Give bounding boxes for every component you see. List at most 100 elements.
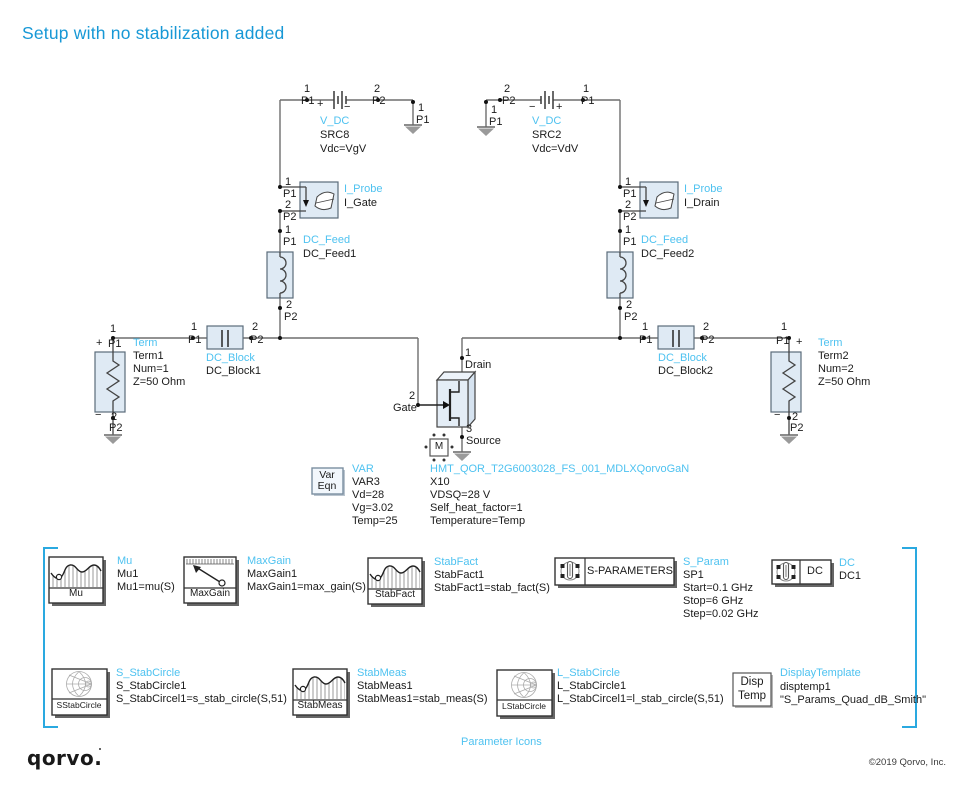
panel-caption: Parameter Icons bbox=[461, 736, 542, 748]
label-sym: + bbox=[796, 336, 803, 348]
label-dc-feed1: DC_Feed1 bbox=[303, 248, 357, 260]
label-self-heat-factor-1: Self_heat_factor=1 bbox=[430, 502, 523, 514]
stray-dot bbox=[99, 748, 101, 750]
label-stabfact: StabFact bbox=[374, 589, 416, 600]
label-mu1-mu-s: Mu1=mu(S) bbox=[117, 581, 175, 593]
sparameters-controller[interactable] bbox=[554, 557, 677, 588]
label-mu: Mu bbox=[117, 555, 133, 567]
label-p2: P2 bbox=[284, 311, 298, 323]
label-l-stabcircle: L_StabCircle bbox=[557, 667, 620, 679]
label-step-0-02-ghz: Step=0.02 GHz bbox=[683, 608, 759, 620]
label-dc: DC bbox=[839, 557, 855, 569]
label-p1: P1 bbox=[581, 95, 595, 107]
label-dc-feed: DC_Feed bbox=[303, 234, 351, 246]
label-dc1: DC1 bbox=[839, 570, 862, 582]
label-2: 2 bbox=[252, 321, 259, 333]
label-maxgain1: MaxGain1 bbox=[247, 568, 298, 580]
label-sp1: SP1 bbox=[683, 569, 704, 581]
label-temp: Temp bbox=[737, 690, 767, 702]
label-dc-block: DC_Block bbox=[658, 352, 707, 364]
label-disptemp1: disptemp1 bbox=[780, 681, 831, 693]
label-2: 2 bbox=[111, 411, 118, 423]
label-p1: P1 bbox=[776, 335, 790, 347]
label-p1: P1 bbox=[301, 95, 315, 107]
vdc-src8-symbol[interactable] bbox=[305, 91, 423, 135]
label-1: 1 bbox=[285, 176, 292, 188]
label-i-gate: I_Gate bbox=[344, 197, 378, 209]
label-z-50-ohm: Z=50 Ohm bbox=[818, 376, 871, 388]
label-start-0-1-ghz: Start=0.1 GHz bbox=[683, 582, 754, 594]
label-p1: P1 bbox=[188, 334, 202, 346]
label-sym: + bbox=[556, 101, 563, 113]
label-vg-3-02: Vg=3.02 bbox=[352, 502, 394, 514]
label-p1: P1 bbox=[108, 338, 122, 350]
label-2: 2 bbox=[285, 199, 292, 211]
label-sym: + bbox=[96, 337, 103, 349]
label-num-1: Num=1 bbox=[133, 363, 169, 375]
label-dc: DC bbox=[807, 565, 823, 577]
label-1: 1 bbox=[625, 224, 632, 236]
label-s-stabcircle: S_StabCircle bbox=[116, 667, 181, 679]
var-eqn-box[interactable] bbox=[311, 467, 345, 496]
label-p2: P2 bbox=[502, 95, 516, 107]
label-stop-6-ghz: Stop=6 GHz bbox=[683, 595, 744, 607]
label-sym: + bbox=[317, 98, 324, 110]
label-src8: SRC8 bbox=[320, 129, 350, 141]
label-src2: SRC2 bbox=[532, 129, 562, 141]
label-term: Term bbox=[133, 337, 158, 349]
label-2: 2 bbox=[286, 299, 293, 311]
label-2: 2 bbox=[409, 390, 416, 402]
label-gate: Gate bbox=[393, 402, 417, 414]
label-2: 2 bbox=[625, 199, 632, 211]
label-stabmeas1-stab-meas-s: StabMeas1=stab_meas(S) bbox=[357, 693, 488, 705]
label-p1: P1 bbox=[283, 188, 297, 200]
label-maxgain: MaxGain bbox=[189, 588, 231, 599]
label-sym: − bbox=[529, 101, 536, 113]
label-1: 1 bbox=[625, 176, 632, 188]
sstabcircle-icon[interactable] bbox=[51, 668, 111, 719]
label-maxgain1-max-gain-s: MaxGain1=max_gain(S) bbox=[247, 581, 366, 593]
label-p1: P1 bbox=[283, 236, 297, 248]
label-1: 1 bbox=[642, 321, 649, 333]
label-p2: P2 bbox=[623, 211, 637, 223]
label-p2: P2 bbox=[283, 211, 297, 223]
copyright-text: ©2019 Qorvo, Inc. bbox=[868, 757, 946, 768]
label-sym: − bbox=[344, 101, 351, 113]
label-stabmeas: StabMeas bbox=[357, 667, 407, 679]
label-1: 1 bbox=[465, 347, 472, 359]
label-stabmeas1: StabMeas1 bbox=[357, 680, 413, 692]
disptemp-box[interactable] bbox=[732, 672, 773, 708]
label-vd-28: Vd=28 bbox=[352, 489, 385, 501]
label-s-params-quad-db-smith: "S_Params_Quad_dB_Smith" bbox=[780, 694, 926, 706]
label-sstabcircle: SStabCircle bbox=[56, 700, 102, 710]
label-source: Source bbox=[466, 435, 501, 447]
label-var: VAR bbox=[352, 463, 374, 475]
label-i-drain: I_Drain bbox=[684, 197, 720, 209]
label-sym: − bbox=[774, 409, 781, 421]
label-2: 2 bbox=[792, 411, 799, 423]
label-v-dc: V_DC bbox=[532, 115, 562, 127]
label-p1: P1 bbox=[623, 236, 637, 248]
label-2: 2 bbox=[626, 299, 633, 311]
page-title: Setup with no stabilization added bbox=[22, 23, 285, 43]
label-x10: X10 bbox=[430, 476, 450, 488]
label-dc-block2: DC_Block2 bbox=[658, 365, 714, 377]
label-sym: − bbox=[95, 409, 102, 421]
label-vdsq-28-v: VDSQ=28 V bbox=[430, 489, 491, 501]
label-temperature-temp: Temperature=Temp bbox=[430, 515, 526, 527]
label-p1: P1 bbox=[623, 188, 637, 200]
label-1: 1 bbox=[304, 83, 311, 95]
label-disp: Disp bbox=[740, 676, 764, 688]
label-p1: P1 bbox=[489, 116, 503, 128]
label-p2: P2 bbox=[701, 334, 715, 346]
dc-controller[interactable] bbox=[771, 559, 834, 587]
transistor-symbol[interactable] bbox=[416, 356, 477, 462]
vdc-src2-symbol[interactable] bbox=[476, 91, 585, 137]
label-var: Var bbox=[319, 469, 335, 481]
label-m: M bbox=[434, 441, 444, 452]
lstabcircle-icon[interactable] bbox=[496, 669, 556, 720]
label-p2: P2 bbox=[790, 422, 804, 434]
model-indicator-icon[interactable] bbox=[424, 433, 454, 462]
label-1: 1 bbox=[191, 321, 198, 333]
